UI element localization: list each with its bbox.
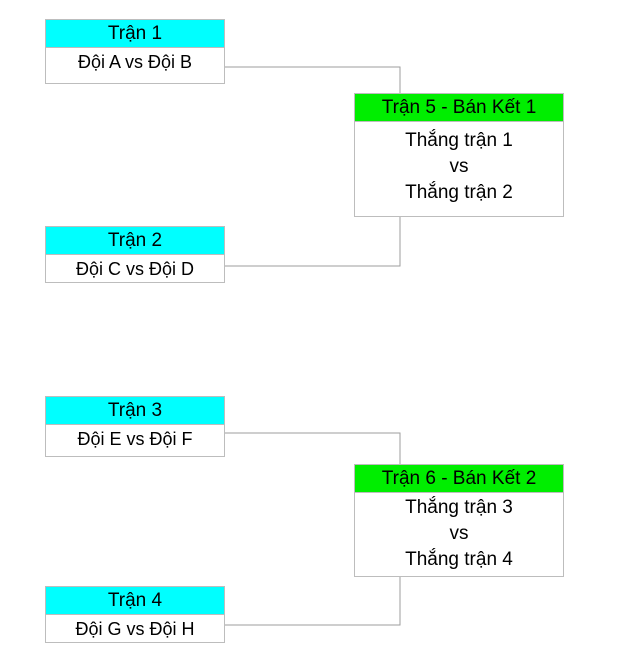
connector-match2-semi1 — [224, 216, 401, 267]
match-card-4: Trận 4 Đội G vs Đội H — [45, 586, 225, 643]
semifinal-vs: vs — [449, 523, 469, 544]
semifinal-card-1: Trận 5 - Bán Kết 1 Thắng trận 1 vs Thắng… — [354, 93, 564, 217]
match-title: Trận 2 — [46, 227, 224, 255]
match-title: Trận 1 — [46, 20, 224, 48]
connector-match3-semi2 — [224, 432, 401, 465]
semifinal-vs: vs — [449, 156, 469, 177]
match-card-3: Trận 3 Đội E vs Đội F — [45, 396, 225, 457]
semifinal-winner-a: Thắng trận 1 — [405, 130, 513, 151]
match-teams: Đội G vs Đội H — [75, 619, 195, 639]
semifinal-title: Trận 6 - Bán Kết 2 — [355, 465, 563, 493]
connector-match1-semi1 — [224, 66, 401, 94]
match-card-1: Trận 1 Đội A vs Đội B — [45, 19, 225, 84]
match-teams: Đội A vs Đội B — [77, 52, 193, 72]
semifinal-winner-a: Thắng trận 3 — [405, 497, 513, 518]
semifinal-card-2: Trận 6 - Bán Kết 2 Thắng trận 3 vs Thắng… — [354, 464, 564, 577]
match-card-2: Trận 2 Đội C vs Đội D — [45, 226, 225, 283]
match-teams: Đội C vs Đội D — [75, 259, 195, 279]
match-title: Trận 4 — [46, 587, 224, 615]
match-teams: Đội E vs Đội F — [77, 429, 193, 449]
semifinal-title: Trận 5 - Bán Kết 1 — [355, 94, 563, 122]
connector-match4-semi2 — [224, 576, 401, 626]
semifinal-winner-b: Thắng trận 2 — [405, 182, 513, 203]
match-title: Trận 3 — [46, 397, 224, 425]
semifinal-winner-b: Thắng trận 4 — [405, 549, 513, 570]
